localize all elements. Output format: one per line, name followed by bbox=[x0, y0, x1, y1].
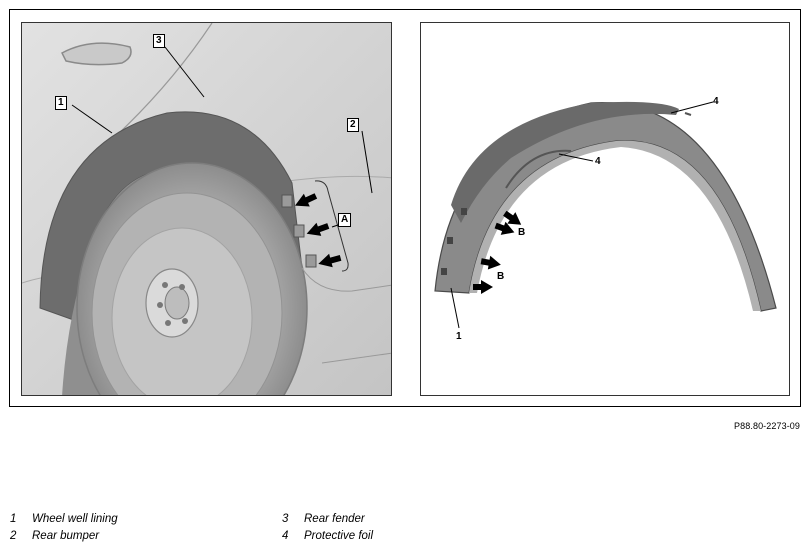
legend-text: Wheel well lining bbox=[32, 513, 118, 525]
legend-text: Rear bumper bbox=[32, 530, 100, 542]
legend-number: 2 bbox=[10, 530, 17, 542]
figure-code: P88.80-2273-09 bbox=[734, 421, 800, 431]
callout-B-upper: B bbox=[518, 227, 526, 238]
legend-number: 1 bbox=[10, 513, 17, 525]
callout-1-left: 1 bbox=[55, 96, 67, 110]
illustration-left-car-wheel: 1 3 2 A bbox=[21, 22, 392, 396]
callout-2-left: 2 bbox=[347, 118, 359, 132]
callout-4-top: 4 bbox=[713, 96, 719, 107]
legend-text: Rear fender bbox=[304, 513, 365, 525]
illustration-right-wheel-well-lining: 4 4 B B 1 bbox=[420, 22, 790, 396]
callout-3-left: 3 bbox=[153, 34, 165, 48]
callout-A-left: A bbox=[338, 213, 352, 227]
callout-B-lower: B bbox=[497, 271, 505, 282]
callout-1-right: 1 bbox=[456, 331, 462, 342]
callout-4-inner: 4 bbox=[595, 156, 601, 167]
legend-number: 3 bbox=[282, 513, 289, 525]
legend-text: Protective foil bbox=[304, 530, 374, 542]
legend-number: 4 bbox=[282, 530, 289, 542]
